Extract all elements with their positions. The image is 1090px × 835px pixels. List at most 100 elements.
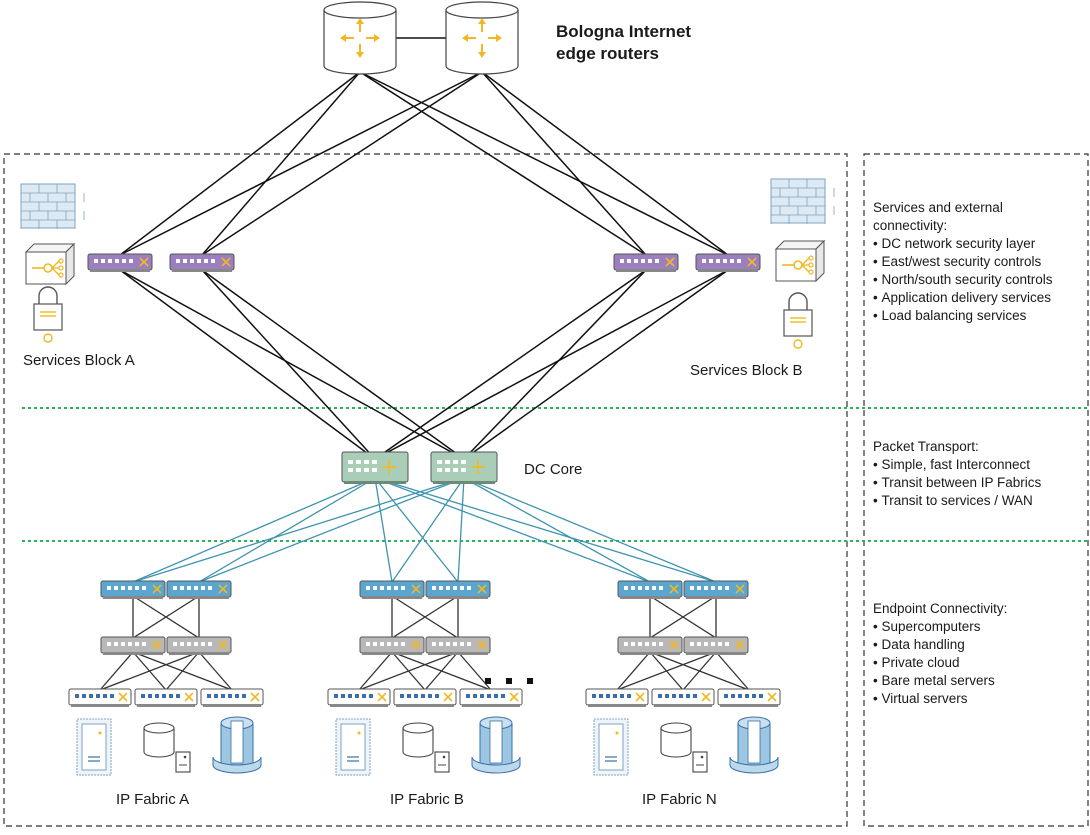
firewall-icon <box>770 178 835 224</box>
link-agg-leaf <box>198 651 233 691</box>
load-balancer-icon <box>24 242 76 286</box>
description-region-box <box>863 153 1089 827</box>
panel-transport-item: Transit between IP Fabrics <box>873 474 1041 492</box>
storage-icon <box>143 722 191 773</box>
link-core-spine <box>374 477 459 583</box>
storage-icon <box>660 722 708 773</box>
router-cylinder-icon <box>323 1 397 75</box>
white-switch-icon <box>459 688 523 707</box>
panel-services-item: North/south security controls <box>873 271 1052 289</box>
label-services-block-b: Services Block B <box>690 362 803 379</box>
link-router-services <box>201 71 361 256</box>
green-router-switch-icon <box>430 451 498 484</box>
link-services-core <box>119 269 465 460</box>
link-services-core <box>374 269 729 460</box>
server-icon <box>76 718 112 776</box>
server-icon <box>335 718 371 776</box>
panel-endpoint-item: Virtual servers <box>873 690 1007 708</box>
panel-transport-list: Simple, fast Interconnect Transit betwee… <box>873 456 1041 510</box>
region-boxes <box>3 153 1089 827</box>
white-switch-icon <box>585 688 649 707</box>
panel-endpoint: Endpoint Connectivity: Supercomputers Da… <box>873 600 1007 708</box>
label-services-block-a: Services Block A <box>23 352 135 369</box>
white-switch-icon <box>717 688 781 707</box>
panel-transport-item: Transit to services / WAN <box>873 492 1041 510</box>
gray-switch-icon <box>617 636 683 655</box>
label-ip-fabric-n: IP Fabric N <box>642 791 717 808</box>
gray-switch-icon <box>100 636 166 655</box>
purple-switch-icon <box>87 253 153 272</box>
purple-switch-icon <box>613 253 679 272</box>
diagram-title-line-2: edge routers <box>556 44 659 63</box>
link-core-spine <box>391 477 465 583</box>
link-agg-leaf <box>99 651 200 691</box>
lock-icon <box>783 292 813 349</box>
nodes <box>20 1 835 776</box>
link-spine-agg <box>391 595 459 639</box>
blue-switch-icon <box>683 580 749 599</box>
link-router-services <box>359 71 647 256</box>
supercomputer-icon <box>729 716 779 774</box>
link-core-spine <box>132 477 465 583</box>
green-router-switch-icon <box>341 451 409 484</box>
router-cylinder-icon <box>445 1 519 75</box>
link-services-core <box>201 269 376 460</box>
label-dc-core: DC Core <box>524 461 583 478</box>
white-switch-icon <box>134 688 198 707</box>
link-agg-leaf <box>358 651 393 691</box>
panel-endpoint-list: Supercomputers Data handling Private clo… <box>873 618 1007 708</box>
white-switch-icon <box>651 688 715 707</box>
gray-switch-icon <box>166 636 232 655</box>
link-core-spine <box>374 477 393 583</box>
link-agg-leaf <box>715 651 750 691</box>
panel-services-item: East/west security controls <box>873 253 1053 271</box>
blue-switch-icon <box>359 580 425 599</box>
purple-switch-icon <box>695 253 761 272</box>
supercomputer-icon <box>471 716 521 774</box>
link-core-spine <box>463 477 651 583</box>
load-balancer-icon <box>774 239 826 283</box>
panel-services-item: DC network security layer <box>873 235 1053 253</box>
link-agg-leaf <box>424 651 459 691</box>
ellipsis-dots <box>485 678 533 684</box>
white-switch-icon <box>327 688 391 707</box>
panel-endpoint-item: Private cloud <box>873 654 1007 672</box>
link-router-services <box>481 71 647 256</box>
ellipsis-dot <box>506 678 512 684</box>
ellipsis-dot <box>485 678 491 684</box>
link-agg-leaf <box>358 651 459 691</box>
link-router-services <box>119 71 361 256</box>
diagram-region-box <box>3 153 848 827</box>
panel-services-list: DC network security layer East/west secu… <box>873 235 1053 325</box>
link-agg-leaf <box>682 651 717 691</box>
lock-icon <box>33 286 63 343</box>
blue-switch-icon <box>166 580 232 599</box>
panel-endpoint-item: Bare metal servers <box>873 672 1007 690</box>
link-services-core <box>374 269 647 460</box>
label-ip-fabric-b: IP Fabric B <box>390 791 464 808</box>
blue-switch-icon <box>100 580 166 599</box>
panel-endpoint-item: Supercomputers <box>873 618 1007 636</box>
firewall-icon <box>20 183 85 229</box>
panel-services-heading-1: Services and external <box>873 200 1003 215</box>
panel-services-heading-2: connectivity: <box>873 218 948 233</box>
links <box>99 37 750 691</box>
server-icon <box>593 718 629 776</box>
purple-switch-icon <box>169 253 235 272</box>
gray-switch-icon <box>425 636 491 655</box>
link-services-core <box>463 269 647 460</box>
link-router-services <box>201 71 483 256</box>
white-switch-icon <box>200 688 264 707</box>
panel-transport-heading: Packet Transport: <box>873 439 979 454</box>
link-router-services <box>359 71 729 256</box>
storage-icon <box>402 722 450 773</box>
link-core-spine <box>198 477 465 583</box>
link-router-services <box>481 71 729 256</box>
gray-switch-icon <box>359 636 425 655</box>
panel-services-item: Application delivery services <box>873 289 1053 307</box>
link-services-core <box>119 269 376 460</box>
white-switch-icon <box>393 688 457 707</box>
link-agg-leaf <box>99 651 134 691</box>
